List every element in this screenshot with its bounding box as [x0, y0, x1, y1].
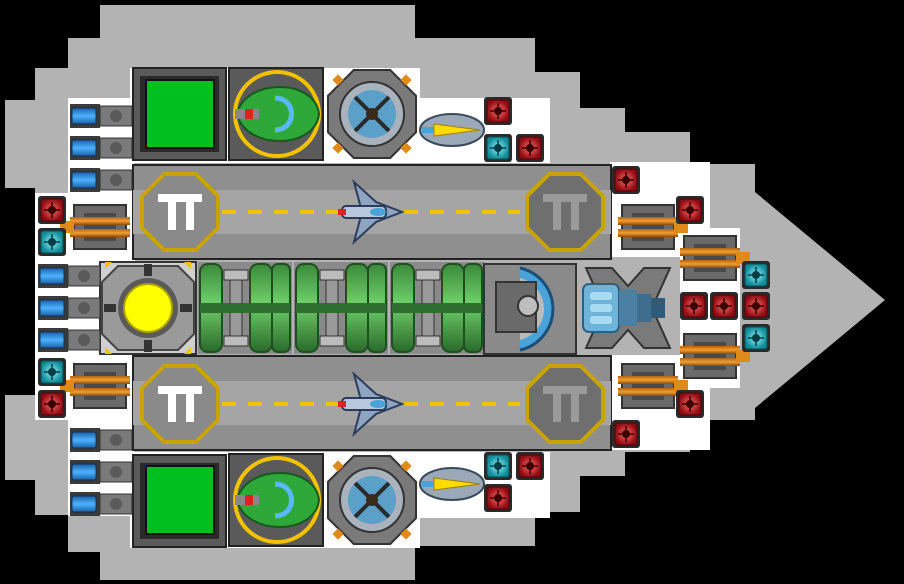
thruster-icon	[70, 136, 133, 160]
weapon-node-icon[interactable]	[612, 420, 640, 448]
hangar-pad-icon	[140, 364, 220, 444]
weapon-node-icon[interactable]	[38, 196, 66, 224]
thrusters	[38, 104, 133, 516]
shield-node-icon[interactable]	[484, 452, 512, 480]
pilot-seat-icon[interactable]	[228, 67, 324, 161]
fighter-craft-icon[interactable]	[338, 370, 405, 438]
fuel-tanks	[198, 262, 484, 354]
fan-vent-icon[interactable]	[327, 455, 417, 545]
ventilation-units	[327, 69, 417, 545]
gun-turret-icon[interactable]	[60, 204, 130, 250]
system-nodes	[38, 97, 770, 512]
shield-node-icon[interactable]	[742, 261, 770, 289]
weapon-node-icon[interactable]	[484, 484, 512, 512]
fuel-tank-icon[interactable]	[294, 262, 388, 354]
thruster-icon	[70, 168, 133, 192]
weapon-node-icon[interactable]	[612, 166, 640, 194]
fighter-craft-icon[interactable]	[338, 178, 405, 246]
thruster-icon	[70, 460, 133, 484]
hangar-pad-icon	[525, 364, 605, 444]
gun-turret-icon[interactable]	[680, 235, 750, 281]
thruster-icon	[70, 492, 133, 516]
gun-turret-icon[interactable]	[618, 204, 688, 250]
weapon-node-icon[interactable]	[516, 452, 544, 480]
weapon-node-icon[interactable]	[742, 292, 770, 320]
missile-pods	[419, 113, 485, 501]
cargo-bay-lower[interactable]	[132, 454, 227, 548]
weapon-node-icon[interactable]	[484, 97, 512, 125]
fuel-tank-icon[interactable]	[390, 262, 484, 354]
hangar-pad-icon	[140, 172, 220, 252]
weapon-node-icon[interactable]	[38, 390, 66, 418]
gun-turret-icon[interactable]	[680, 333, 750, 379]
fighter-craft	[338, 178, 405, 438]
weapon-node-icon[interactable]	[676, 390, 704, 418]
weapon-node-icon[interactable]	[676, 196, 704, 224]
cargo-bay-upper[interactable]	[132, 67, 227, 161]
thruster-icon	[70, 104, 133, 128]
hangar-pad-icon	[525, 172, 605, 252]
main-engine[interactable]	[582, 267, 672, 349]
bridge-dome[interactable]	[483, 263, 577, 355]
gun-turrets	[60, 204, 750, 409]
weapon-node-icon[interactable]	[516, 134, 544, 162]
missile-pod-icon[interactable]	[419, 467, 485, 501]
reactor-core[interactable]	[99, 261, 197, 355]
pilot-seat-icon[interactable]	[228, 453, 324, 547]
hangar-pads	[140, 172, 605, 444]
pilot-seats	[228, 67, 324, 547]
thruster-icon	[38, 264, 101, 288]
thruster-icon	[38, 296, 101, 320]
shield-node-icon[interactable]	[38, 358, 66, 386]
weapon-node-icon[interactable]	[680, 292, 708, 320]
shield-node-icon[interactable]	[742, 324, 770, 352]
fan-vent-icon[interactable]	[327, 69, 417, 159]
fuel-tank-icon[interactable]	[198, 262, 292, 354]
missile-pod-icon[interactable]	[419, 113, 485, 147]
shield-node-icon[interactable]	[484, 134, 512, 162]
shield-node-icon[interactable]	[38, 228, 66, 256]
weapon-node-icon[interactable]	[710, 292, 738, 320]
thruster-icon	[38, 328, 101, 352]
gun-turret-icon[interactable]	[618, 363, 688, 409]
thruster-icon	[70, 428, 133, 452]
